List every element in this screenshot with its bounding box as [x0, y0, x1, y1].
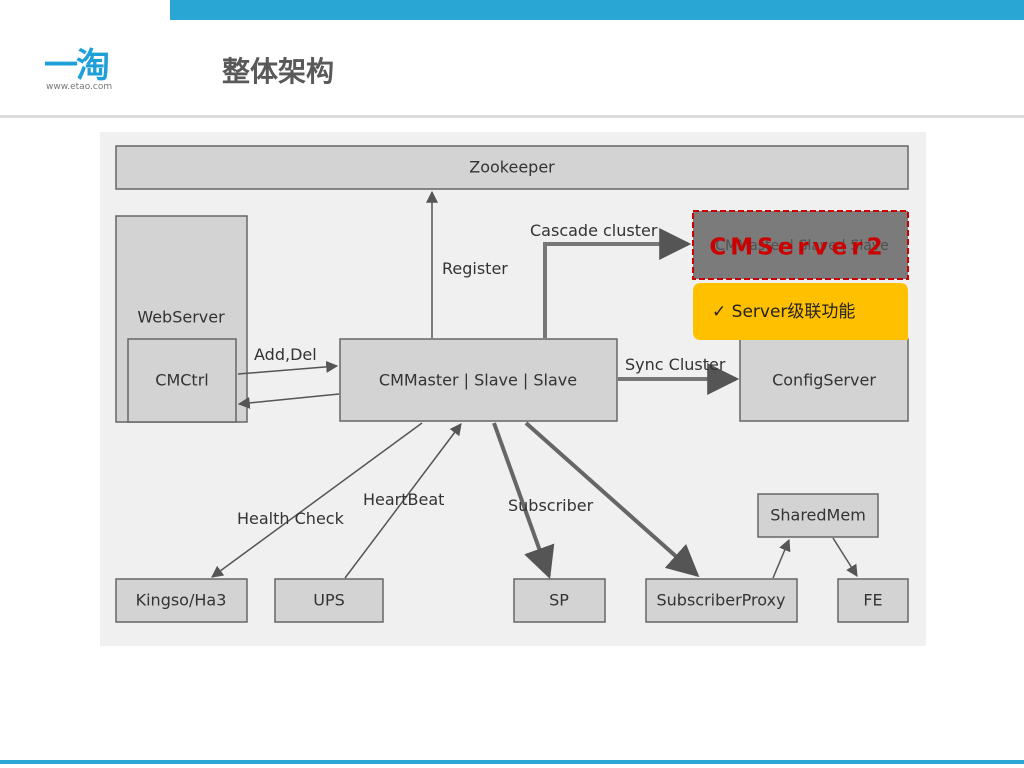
cmmaster-node: CMMaster | Slave | Slave [339, 338, 618, 422]
sharedmem-node: SharedMem [757, 493, 879, 538]
add-del-label: Add,Del [254, 345, 317, 364]
cmserver2-underlying-label: CMMaster | Slave | Slave [715, 238, 888, 254]
health-check-edge [211, 422, 423, 578]
subscriber-edge-proxy [524, 421, 700, 578]
return-edge [237, 393, 340, 409]
fe-node: FE [837, 578, 909, 623]
logo-url: www.etao.com [46, 82, 113, 92]
configserver-label: ConfigServer [772, 371, 876, 390]
cascade-edge [543, 228, 692, 338]
callout-text: ✓ Server级联功能 [712, 302, 855, 322]
cmmaster-label: CMMaster | Slave | Slave [379, 371, 577, 390]
subscriber-edge-sp [492, 422, 555, 580]
register-label: Register [442, 259, 508, 278]
subscriberproxy-label: SubscriberProxy [656, 591, 785, 610]
sharedmem-fe-edge [832, 537, 858, 578]
cmctrl-label: CMCtrl [155, 371, 208, 390]
configserver-node: ConfigServer [739, 338, 909, 422]
bottom-accent-bar [0, 760, 1024, 764]
health-check-label: Health Check [237, 509, 345, 528]
logo-mark: 一淘 [44, 46, 110, 86]
proxy-sharedmem-edge [772, 538, 791, 579]
sp-label: SP [549, 591, 569, 610]
subscriber-label: Subscriber [508, 496, 594, 515]
sp-node: SP [513, 578, 606, 623]
cmserver2-overlay: CMMaster | Slave | Slave CMServer2 [692, 210, 909, 280]
webserver-label: WebServer [137, 308, 225, 327]
sharedmem-label: SharedMem [770, 506, 866, 525]
top-accent-bar [170, 0, 1024, 20]
zookeeper-label: Zookeeper [469, 158, 555, 177]
heartbeat-edge [344, 423, 462, 579]
subscriberproxy-node: SubscriberProxy [645, 578, 798, 623]
cmctrl-node: CMCtrl [127, 338, 237, 423]
add-del-edge [237, 360, 339, 375]
sync-label: Sync Cluster [625, 355, 726, 374]
heartbeat-label: HeartBeat [363, 490, 444, 509]
page-title: 整体架构 [222, 55, 335, 88]
kingso-node: Kingso/Ha3 [115, 578, 248, 623]
fe-label: FE [863, 591, 882, 610]
etao-logo: 一淘 www.etao.com [44, 48, 134, 98]
cascade-label: Cascade cluster [530, 221, 658, 240]
zookeeper-node: Zookeeper [115, 145, 909, 190]
kingso-label: Kingso/Ha3 [136, 591, 227, 610]
ups-node: UPS [274, 578, 384, 623]
ups-label: UPS [313, 591, 345, 610]
header-divider [0, 115, 1024, 118]
cascade-callout: ✓ Server级联功能 [693, 283, 908, 340]
cmserver2-title: CMServer2 [709, 235, 886, 261]
